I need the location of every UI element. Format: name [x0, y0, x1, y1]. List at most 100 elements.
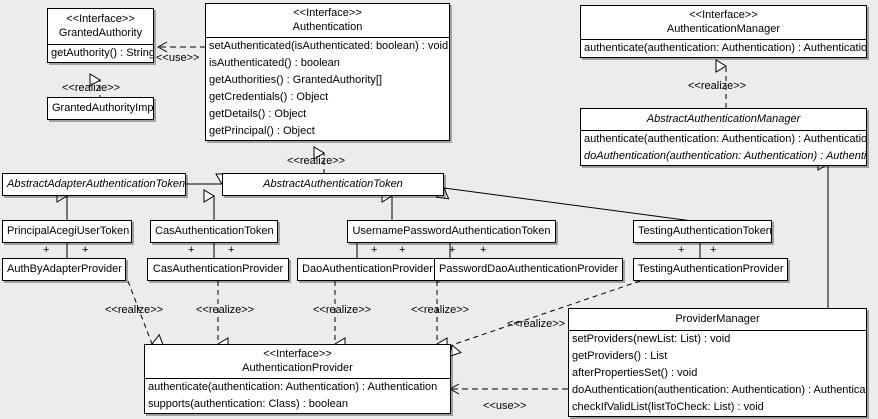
- class-header: <<Interface>> Authentication: [206, 4, 449, 37]
- class-header: TestingAuthenticationProvider: [634, 259, 787, 280]
- class-authentication-manager[interactable]: <<Interface>> AuthenticationManager auth…: [580, 5, 867, 58]
- class-name: AuthByAdapterProvider: [7, 263, 122, 275]
- class-header: AbstractAuthenticationToken: [223, 174, 443, 195]
- class-provider-manager[interactable]: ProviderManager setProviders(newList: Li…: [568, 308, 867, 417]
- operation: authenticate(authentication: Authenticat…: [148, 381, 438, 393]
- association-marker-plus: +: [480, 244, 487, 256]
- class-principal-acegi-user-token[interactable]: PrincipalAcegiUserToken: [2, 220, 132, 243]
- class-operations: setProviders(newList: List) : void getPr…: [569, 331, 866, 416]
- class-header: CasAuthenticationToken: [151, 221, 277, 242]
- edge-generalization-testingauthenticationtoken: [435, 187, 701, 223]
- class-header: ProviderManager: [569, 309, 866, 330]
- operation: afterPropertiesSet() : void: [572, 367, 698, 379]
- association-marker-plus: +: [371, 244, 378, 256]
- class-separator: [581, 130, 866, 131]
- label-realize-abstractauthenticationmanager: <<realize>>: [688, 80, 747, 92]
- class-operations: getAuthority() : String: [48, 45, 153, 62]
- class-separator: [48, 44, 153, 45]
- class-header: DaoAuthenticationProvider: [298, 259, 437, 280]
- class-header: <<Interface>> GrantedAuthority: [48, 9, 153, 44]
- class-header: CasAuthenticationProvider: [148, 259, 288, 280]
- operation: authenticate(authentication: Authenticat…: [584, 133, 867, 145]
- operation: doAuthentication(authentication: Authent…: [572, 384, 867, 396]
- operation: getCredentials() : Object: [209, 91, 329, 103]
- association-marker-plus: +: [188, 244, 195, 256]
- class-stereotype: <<Interface>>: [66, 13, 135, 25]
- class-header: GrantedAuthorityImpl: [48, 98, 153, 119]
- class-granted-authority-impl[interactable]: GrantedAuthorityImpl: [47, 97, 154, 120]
- operation: getPrincipal() : Object: [209, 125, 315, 137]
- class-header: PasswordDaoAuthenticationProvider: [435, 259, 622, 280]
- class-separator: [581, 39, 866, 40]
- class-header: UsernamePasswordAuthenticationToken: [348, 221, 555, 242]
- label-realize-grantedauthorityimpl: <<realize>>: [62, 82, 121, 94]
- class-stereotype: <<Interface>>: [263, 348, 332, 360]
- class-separator: [206, 37, 449, 38]
- operation: getProviders() : List: [572, 350, 668, 362]
- association-marker-plus: +: [399, 244, 406, 256]
- class-name: Authentication: [292, 21, 363, 33]
- class-stereotype: <<Interface>>: [689, 9, 758, 21]
- class-cas-authentication-provider[interactable]: CasAuthenticationProvider: [147, 258, 289, 281]
- class-name: CasAuthenticationProvider: [152, 263, 284, 275]
- label-use-providermanager-authenticationprovider: <<use>>: [483, 400, 527, 412]
- class-name: TestingAuthenticationToken: [638, 225, 772, 237]
- class-authentication-provider[interactable]: <<Interface>> AuthenticationProvider aut…: [144, 344, 451, 414]
- class-abstract-authentication-manager[interactable]: AbstractAuthenticationManager authentica…: [580, 108, 867, 166]
- class-testing-authentication-provider[interactable]: TestingAuthenticationProvider: [633, 258, 788, 281]
- class-granted-authority[interactable]: <<Interface>> GrantedAuthority getAuthor…: [47, 8, 154, 63]
- operation: getAuthority() : String: [51, 47, 154, 59]
- operation: supports(authentication: Class) : boolea…: [148, 398, 348, 410]
- class-name: AbstractAdapterAuthenticationToken: [7, 178, 186, 190]
- class-abstract-authentication-token[interactable]: AbstractAuthenticationToken: [222, 173, 444, 196]
- class-name: DaoAuthenticationProvider: [302, 263, 433, 275]
- label-realize-casauthenticationprovider: <<realize>>: [196, 304, 255, 316]
- operation: isAuthenticated() : boolean: [209, 57, 340, 69]
- class-testing-authentication-token[interactable]: TestingAuthenticationToken: [633, 220, 772, 243]
- label-realize-abstractauthenticationtoken: <<realize>>: [287, 155, 346, 167]
- operation: getDetails() : Object: [209, 108, 307, 120]
- association-marker-plus: +: [678, 244, 685, 256]
- class-name: AbstractAuthenticationToken: [263, 178, 403, 190]
- class-abstract-adapter-authentication-token[interactable]: AbstractAdapterAuthenticationToken: [2, 173, 186, 196]
- class-separator: [145, 378, 450, 379]
- class-name: GrantedAuthority: [58, 27, 143, 39]
- class-name: AbstractAuthenticationManager: [646, 113, 801, 125]
- label-realize-passworddaoauthenticationprovider: <<realize>>: [411, 304, 470, 316]
- class-name: CasAuthenticationToken: [155, 225, 274, 237]
- class-header: <<Interface>> AuthenticationManager: [581, 6, 866, 39]
- association-marker-plus: +: [449, 244, 456, 256]
- class-auth-by-adapter-provider[interactable]: AuthByAdapterProvider: [2, 258, 126, 281]
- label-realize-daoauthenticationprovider: <<realize>>: [313, 304, 372, 316]
- class-name: PasswordDaoAuthenticationProvider: [439, 263, 619, 275]
- operation-abstract: doAuthentication(authentication: Authent…: [584, 150, 867, 162]
- class-header: AbstractAdapterAuthenticationToken: [3, 174, 185, 195]
- association-marker-plus: +: [710, 244, 717, 256]
- class-cas-authentication-token[interactable]: CasAuthenticationToken: [150, 220, 278, 243]
- association-marker-plus: +: [82, 244, 89, 256]
- class-authentication[interactable]: <<Interface>> Authentication setAuthenti…: [205, 3, 450, 141]
- class-password-dao-authentication-provider[interactable]: PasswordDaoAuthenticationProvider: [434, 258, 623, 281]
- operation: setAuthenticated(isAuthenticated: boolea…: [209, 40, 449, 52]
- class-header: PrincipalAcegiUserToken: [3, 221, 131, 242]
- class-name: ProviderManager: [675, 313, 760, 325]
- label-realize-authbyadapterprovider: <<realize>>: [105, 304, 164, 316]
- class-operations: authenticate(authentication: Authenticat…: [581, 131, 866, 165]
- operation: checkIfValidList(listToCheck: List) : vo…: [572, 401, 764, 413]
- class-name: AuthenticationProvider: [242, 362, 353, 374]
- class-name: UsernamePasswordAuthenticationToken: [352, 225, 551, 237]
- class-separator: [569, 330, 866, 331]
- operation: getAuthorities() : GrantedAuthority[]: [209, 74, 383, 86]
- class-header: <<Interface>> AuthenticationProvider: [145, 345, 450, 378]
- class-name: GrantedAuthorityImpl: [52, 102, 154, 114]
- class-username-password-authentication-token[interactable]: UsernamePasswordAuthenticationToken: [347, 220, 556, 243]
- label-use-authentication-grantedauthority: <<use>>: [156, 52, 200, 64]
- class-header: AuthByAdapterProvider: [3, 259, 125, 280]
- operation: authenticate(authentication: Authenticat…: [584, 42, 867, 54]
- class-operations: setAuthenticated(isAuthenticated: boolea…: [206, 38, 449, 140]
- class-dao-authentication-provider[interactable]: DaoAuthenticationProvider: [297, 258, 438, 281]
- class-operations: authenticate(authentication: Authenticat…: [581, 40, 866, 57]
- class-operations: authenticate(authentication: Authenticat…: [145, 379, 450, 413]
- operation: setProviders(newList: List) : void: [572, 333, 731, 345]
